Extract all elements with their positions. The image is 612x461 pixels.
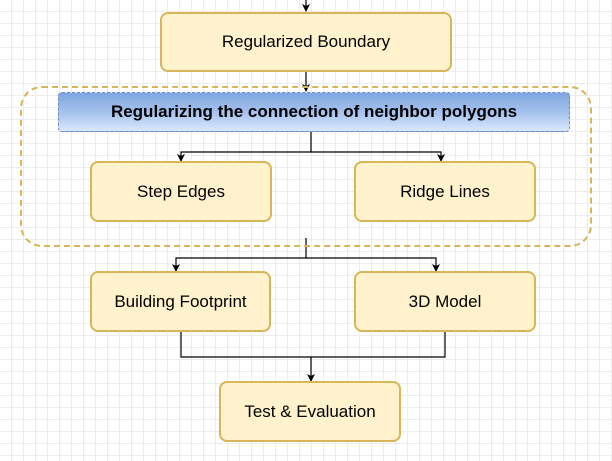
edge-group-to-building-footprint <box>172 238 307 272</box>
group-title-banner: Regularizing the connection of neighbor … <box>58 92 570 132</box>
edge-3d-model-to-test <box>311 331 446 358</box>
edge-group-to-ridge-lines <box>311 151 445 162</box>
regularized-boundary-node: Regularized Boundary <box>160 12 452 72</box>
building-footprint-node: Building Footprint <box>90 271 271 332</box>
regularization-group <box>20 86 592 247</box>
step-edges-node: Step Edges <box>90 161 272 222</box>
edge-group-to-3d-model <box>306 257 440 272</box>
ridge-lines-node: Ridge Lines <box>354 161 536 222</box>
edge-building-footprint-to-test <box>180 331 315 382</box>
3d-model-node: 3D Model <box>354 271 536 332</box>
edge-group-to-step-edges <box>177 132 312 162</box>
test-evaluation-node: Test & Evaluation <box>219 381 401 442</box>
